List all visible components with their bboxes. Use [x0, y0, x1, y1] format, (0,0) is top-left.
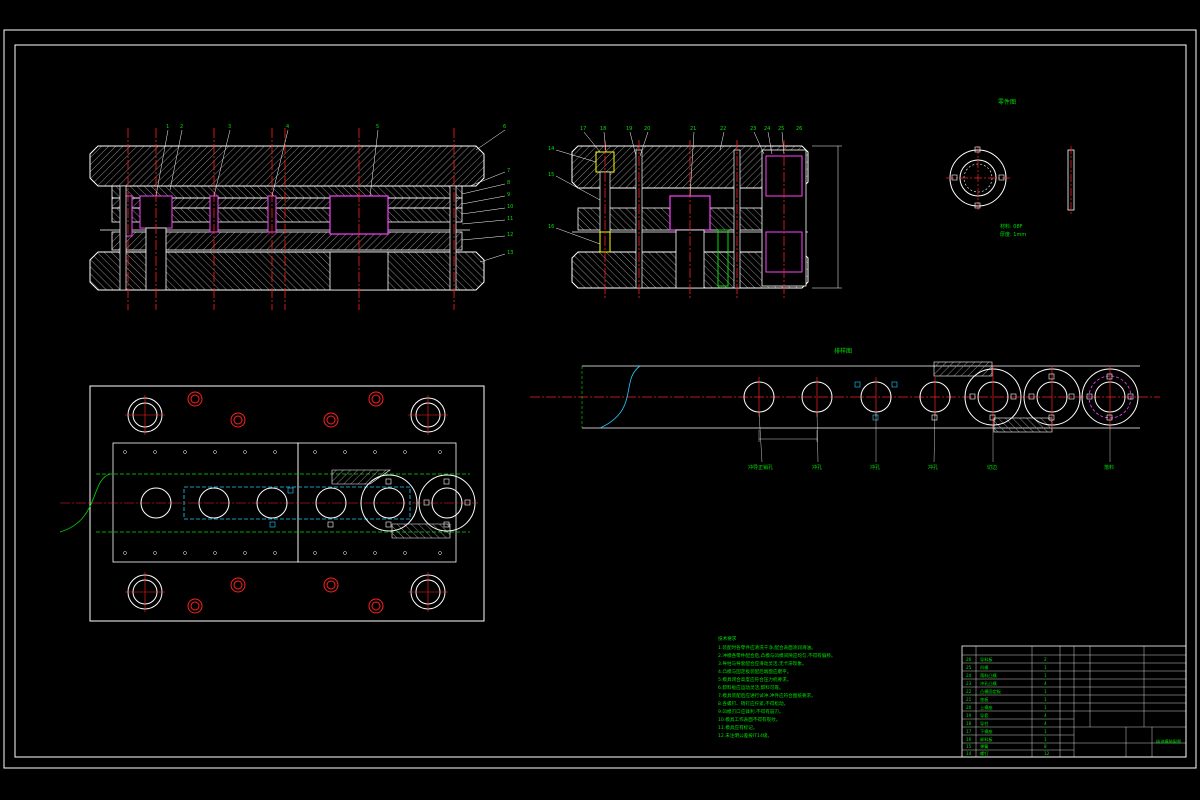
front-callout-5: 5 — [376, 124, 379, 130]
front-callout-3: 3 — [228, 124, 231, 130]
part-name-23: 冲孔凸模 — [980, 680, 998, 687]
part-qty-25: 1 — [1044, 665, 1047, 670]
workpiece-material: 材料: 08F — [1000, 223, 1023, 230]
plan-view — [59, 385, 485, 622]
part-no-14: 14 — [966, 751, 972, 756]
station-label-3: 冲孔 — [870, 464, 880, 471]
part-no-16: 16 — [966, 737, 972, 742]
workpiece-thickness: 厚度: 1mm — [1000, 231, 1026, 238]
notes-title: 技术要求 — [718, 635, 737, 642]
part-no-17: 17 — [966, 729, 972, 734]
strip-layout-view: 排样图 — [530, 347, 1160, 471]
front-callout-12: 12 — [507, 232, 513, 238]
side-callout-25: 25 — [778, 126, 784, 132]
part-qty-23: 4 — [1044, 681, 1047, 686]
strip-layout-title: 排样图 — [834, 347, 852, 355]
part-name-19: 导套 — [980, 712, 989, 719]
part-qty-14: 12 — [1044, 751, 1050, 756]
part-no-20: 20 — [966, 705, 972, 710]
side-callout-26: 26 — [796, 126, 802, 132]
part-no-24: 24 — [966, 673, 972, 678]
note-line-12: 12.未注明公差按IT14级。 — [718, 732, 772, 739]
side-callout-18: 18 — [600, 126, 606, 132]
note-line-8: 8.各螺钉、销钉应拧紧,不得松动。 — [718, 700, 788, 707]
part-no-18: 18 — [966, 721, 972, 726]
station-label-2: 冲孔 — [812, 464, 822, 471]
station-label-6: 落料 — [1104, 464, 1114, 471]
part-name-22: 凸模固定板 — [980, 688, 1002, 695]
part-no-26: 26 — [966, 657, 972, 662]
note-line-9: 9.凹模刃口应锋利,不得有崩刃。 — [718, 708, 784, 715]
part-qty-26: 2 — [1044, 657, 1047, 662]
front-callout-11: 11 — [507, 216, 513, 222]
part-qty-19: 4 — [1044, 713, 1047, 718]
front-callout-13: 13 — [507, 250, 513, 256]
title-block: 26 导料板 2 25 凹模 1 24 落料凸模 1 23 冲孔凸模 4 22 … — [961, 645, 1187, 758]
part-name-24: 落料凸模 — [980, 672, 998, 679]
note-line-11: 11.模具应有标记。 — [718, 724, 757, 731]
workpiece-view: 零件图 材料: 08F 厚度: 1mm — [946, 98, 1075, 238]
side-callout-16: 16 — [548, 224, 554, 230]
part-name-15: 弹簧 — [980, 743, 988, 750]
part-name-16: 卸料板 — [980, 736, 993, 743]
outer-frame — [3, 29, 1197, 769]
part-qty-21: 1 — [1044, 697, 1047, 702]
front-section-view: 1 2 3 4 5 6 7 8 9 10 11 12 13 — [89, 124, 513, 310]
front-callout-9: 9 — [507, 192, 510, 198]
part-no-15: 15 — [966, 744, 972, 749]
technical-notes: 技术要求 1.装配时各零件应清洗干净,配合表面涂润滑油。 2.冲模各零件配合后,… — [718, 635, 836, 739]
part-qty-15: 8 — [1044, 744, 1047, 749]
station-label-4: 冲孔 — [928, 464, 938, 471]
side-callout-20: 20 — [644, 126, 650, 132]
part-name-18: 导柱 — [980, 720, 989, 727]
part-qty-22: 1 — [1044, 689, 1047, 694]
note-line-6: 6.卸料板应运动灵活,卸料可靠。 — [718, 684, 784, 691]
part-name-17: 下模座 — [980, 728, 993, 735]
part-name-26: 导料板 — [980, 656, 993, 663]
front-callout-8: 8 — [507, 180, 510, 186]
note-line-4: 4.凸模与固定板装配后端面应磨平。 — [718, 668, 791, 675]
part-qty-20: 1 — [1044, 705, 1047, 710]
station-label-1: 冲导正销孔 — [748, 464, 773, 471]
part-name-21: 垫板 — [980, 696, 989, 703]
side-callout-19: 19 — [626, 126, 632, 132]
side-callout-14: 14 — [548, 146, 554, 152]
front-callout-4: 4 — [286, 124, 289, 130]
drawing-name: 级进模装配图 — [1156, 738, 1181, 745]
part-no-25: 25 — [966, 665, 972, 670]
front-callout-1: 1 — [166, 124, 169, 130]
part-name-25: 凹模 — [980, 664, 989, 671]
side-callout-23: 23 — [750, 126, 756, 132]
note-line-10: 10.模具工作表面不得有裂纹。 — [718, 716, 780, 723]
side-callout-21: 21 — [690, 126, 696, 132]
part-qty-16: 1 — [1044, 737, 1047, 742]
side-callout-24: 24 — [764, 126, 770, 132]
note-line-3: 3.导柱与导套配合应滑动灵活,无卡滞现象。 — [718, 660, 807, 667]
note-line-1: 1.装配时各零件应清洗干净,配合表面涂润滑油。 — [718, 644, 816, 651]
inner-frame — [14, 44, 1187, 758]
part-name-14: 螺钉 — [980, 750, 989, 757]
part-no-19: 19 — [966, 713, 972, 718]
part-no-23: 23 — [966, 681, 972, 686]
note-line-7: 7.模具装配后应进行试冲,冲件应符合图纸要求。 — [718, 692, 816, 699]
front-callout-10: 10 — [507, 204, 513, 210]
workpiece-title: 零件图 — [998, 98, 1016, 106]
side-callout-17: 17 — [580, 126, 586, 132]
side-callout-15: 15 — [548, 172, 554, 178]
part-no-21: 21 — [966, 697, 972, 702]
part-qty-17: 1 — [1044, 729, 1047, 734]
side-section-view: 14 15 16 17 18 19 20 21 22 23 24 25 26 — [548, 126, 842, 300]
front-callout-7: 7 — [507, 168, 510, 174]
part-no-22: 22 — [966, 689, 972, 694]
part-name-20: 上模座 — [980, 704, 993, 711]
front-callout-6: 6 — [503, 124, 506, 130]
station-label-5: 切边 — [987, 464, 997, 471]
part-qty-18: 4 — [1044, 721, 1047, 726]
front-callout-2: 2 — [180, 124, 183, 130]
side-callout-22: 22 — [720, 126, 726, 132]
note-line-5: 5.模具闭合高度应符合压力机要求。 — [718, 676, 791, 683]
part-qty-24: 1 — [1044, 673, 1047, 678]
note-line-2: 2.冲模各零件配合后,凸模与凹模间隙应均匀,不得有偏移。 — [718, 652, 836, 659]
